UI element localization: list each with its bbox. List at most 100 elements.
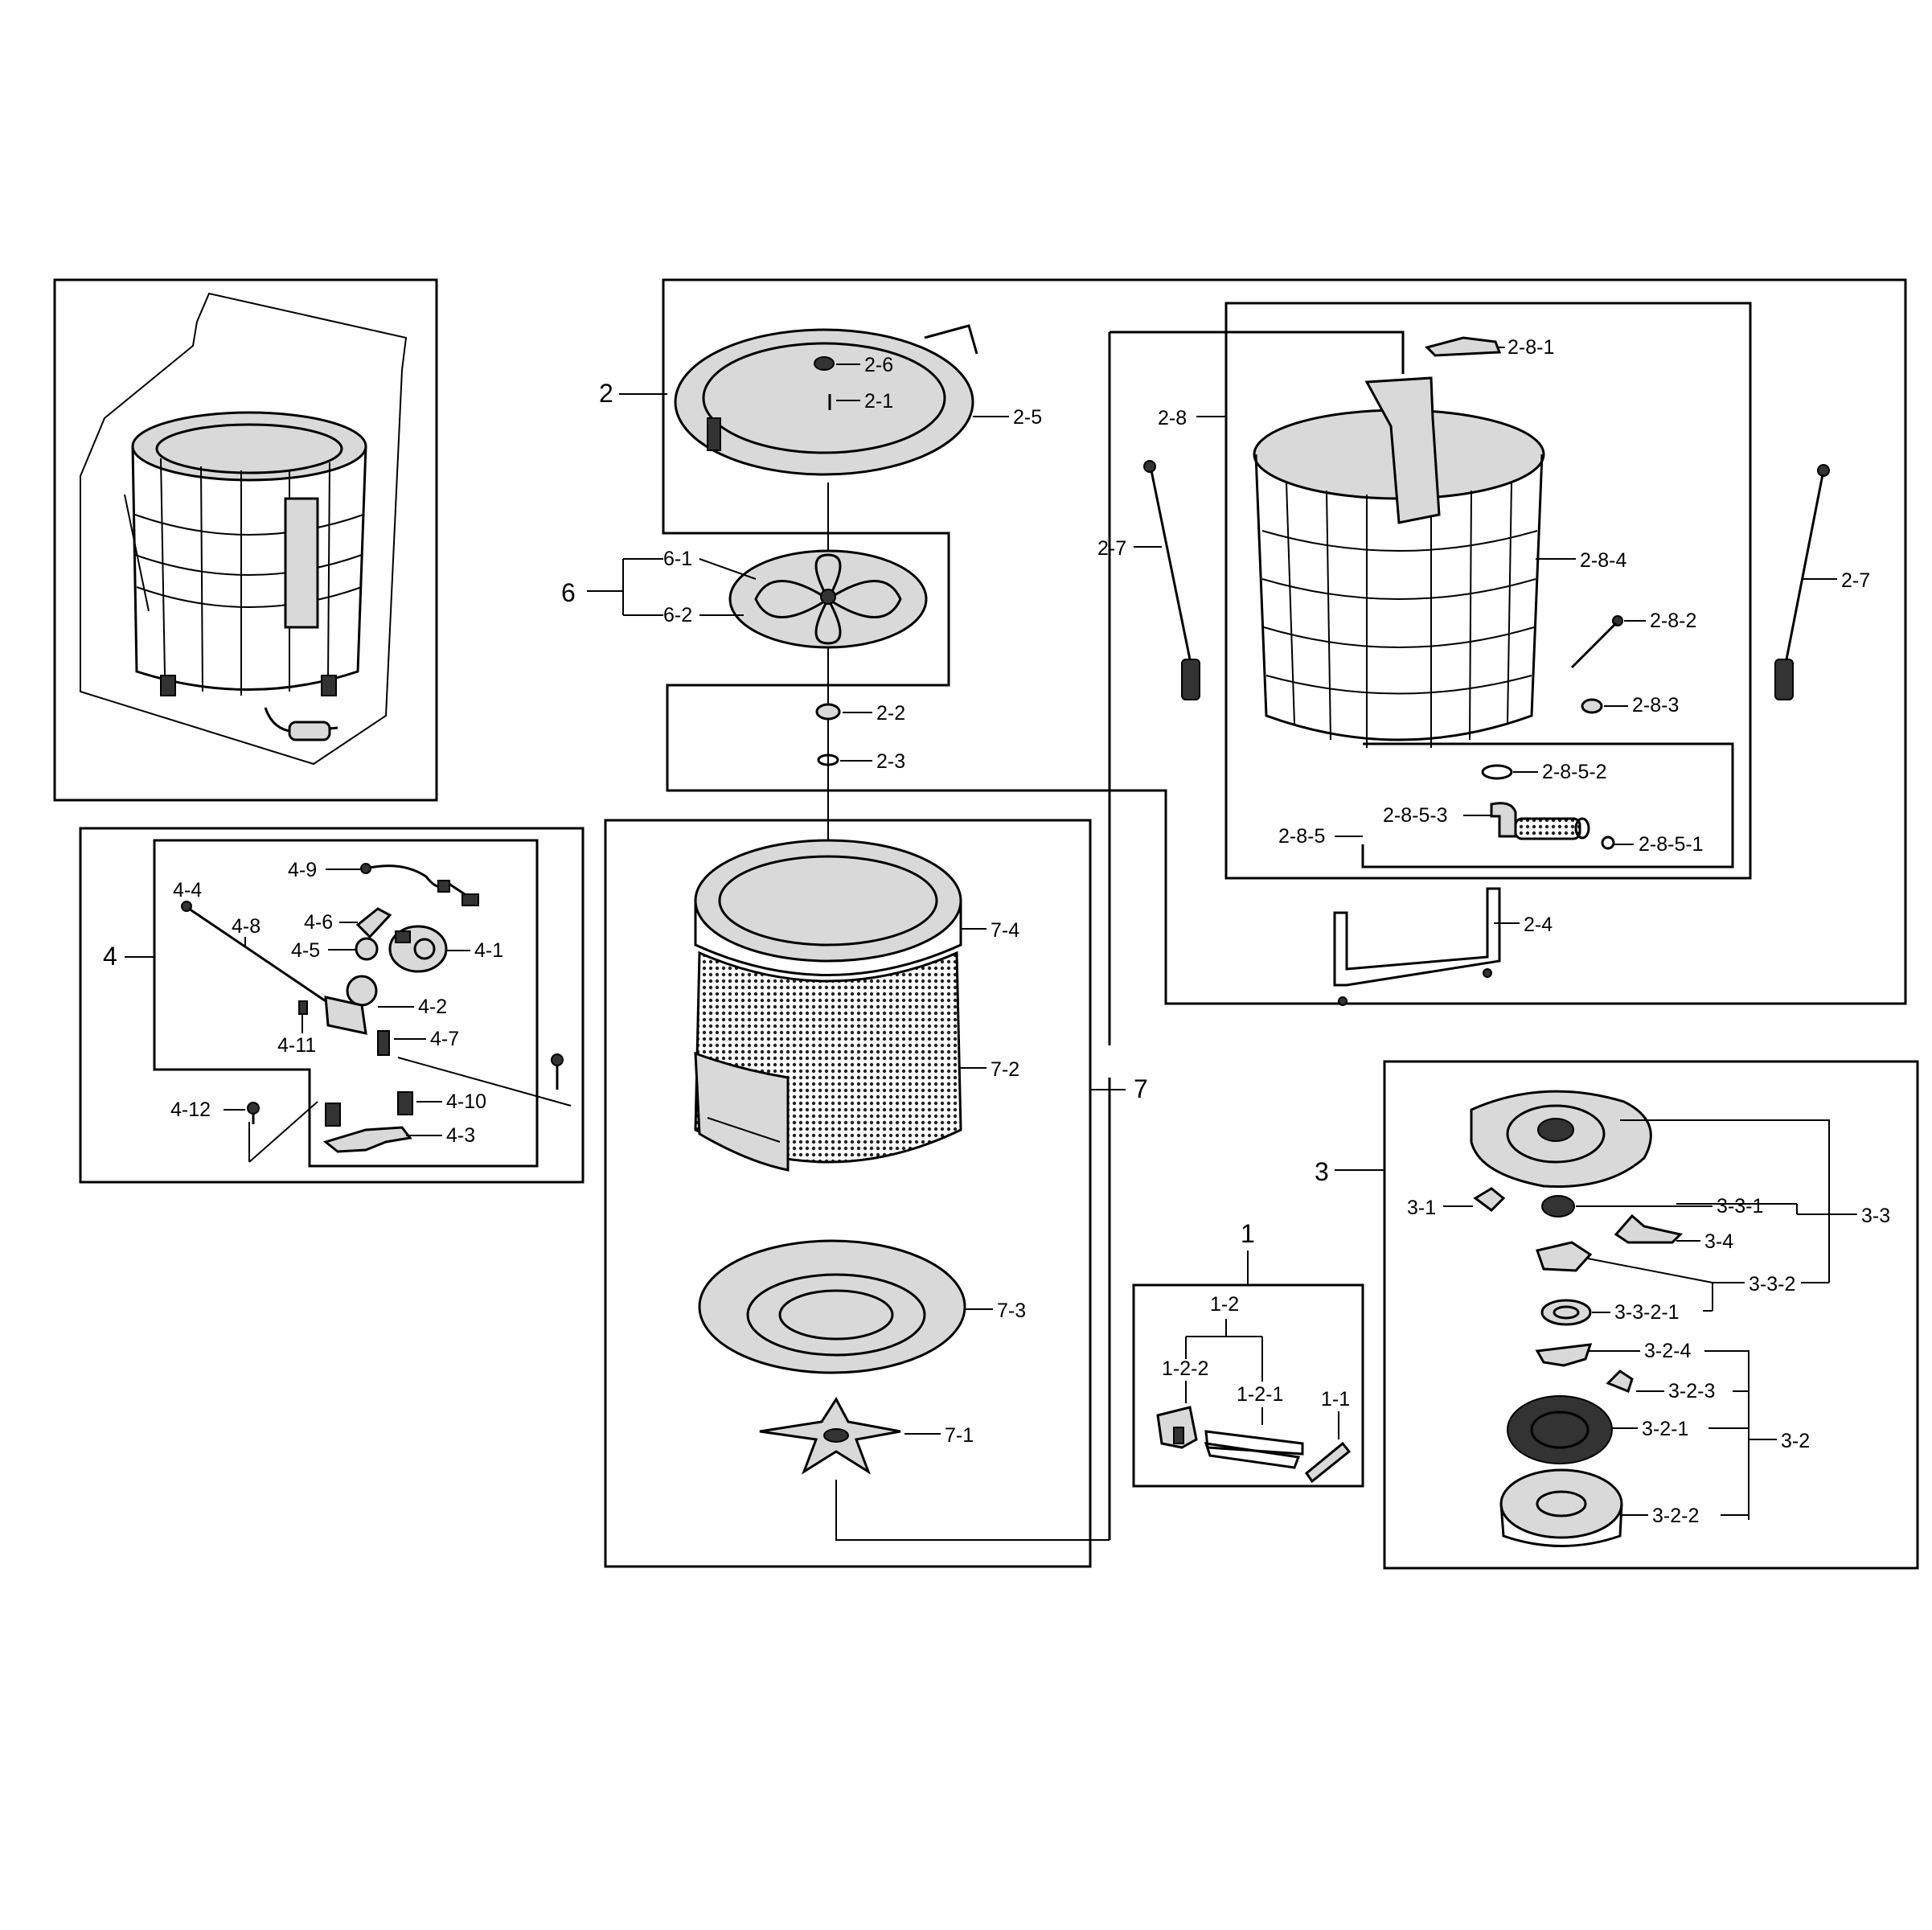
part-2-8-2-sensor bbox=[1570, 615, 1623, 669]
part-2-3-washer bbox=[817, 754, 839, 766]
part-7-4-balancer bbox=[694, 839, 962, 976]
label-3-2-2: 3-2-2 bbox=[1652, 1505, 1699, 1527]
group-4-drain-pump: 4 4-9 4-6 4-4 4-8 4-5 bbox=[79, 827, 585, 1184]
part-4-9-wire-harness bbox=[360, 863, 479, 906]
label-3: 3 bbox=[1315, 1157, 1329, 1186]
label-6-1: 6-1 bbox=[663, 548, 692, 570]
group-1-heater: 1 1-2 1-2-2 1-2-1 1-1 bbox=[1132, 1219, 1364, 1488]
part-2-2-nut bbox=[815, 703, 841, 721]
label-2-8-3: 2-8-3 bbox=[1632, 694, 1679, 717]
part-3-2-2-rotor bbox=[1499, 1468, 1623, 1547]
label-2-8-5: 2-8-5 bbox=[1278, 825, 1325, 848]
part-4-5-seal bbox=[355, 937, 379, 961]
label-2-8-1: 2-8-1 bbox=[1507, 336, 1554, 359]
part-4-3-bracket bbox=[322, 1126, 412, 1153]
label-4-11: 4-11 bbox=[277, 1034, 316, 1057]
part-2-5-tub-cover bbox=[674, 324, 978, 476]
label-3-2-4: 3-2-4 bbox=[1644, 1340, 1691, 1362]
part-2-8-5-1-clip bbox=[1601, 836, 1615, 850]
label-2-6: 2-6 bbox=[864, 354, 893, 376]
label-3-3-2: 3-3-2 bbox=[1749, 1273, 1795, 1296]
group-6-pulsator: 6 6-1 6-2 bbox=[561, 548, 928, 649]
part-2-7-rod-left bbox=[1143, 460, 1200, 700]
part-7-2-basket bbox=[694, 951, 962, 1172]
group-7-inner-basket: 7 7-4 7-2 7-3 7-1 bbox=[604, 819, 1148, 1568]
part-2-8-5-3-drain-hose bbox=[1490, 802, 1590, 840]
part-3-3-2-1-coupling bbox=[1540, 1299, 1592, 1326]
part-3-1-hall-sensor bbox=[1473, 1187, 1506, 1212]
group-2-7-suspension: 2-7 2-7 bbox=[1097, 331, 1870, 1540]
label-7: 7 bbox=[1134, 1074, 1148, 1103]
part-3-3-2-clutch bbox=[1536, 1241, 1593, 1272]
part-1-2-2-thermistor bbox=[1156, 1406, 1198, 1449]
part-3-2-1-stator bbox=[1507, 1395, 1613, 1464]
label-2-5: 2-5 bbox=[1013, 406, 1042, 429]
label-3-3-2-1: 3-3-2-1 bbox=[1614, 1301, 1680, 1324]
label-4-3: 4-3 bbox=[446, 1124, 475, 1147]
label-4-1: 4-1 bbox=[474, 939, 503, 962]
part-2-4-bracket bbox=[1333, 887, 1501, 1006]
part-6-1-pulsator bbox=[728, 549, 928, 649]
label-7-3: 7-3 bbox=[997, 1300, 1026, 1322]
part-3-3-1-bearing bbox=[1541, 1195, 1575, 1218]
label-3-2-1: 3-2-1 bbox=[1642, 1418, 1688, 1440]
label-2-8-2: 2-8-2 bbox=[1650, 610, 1696, 632]
part-3-2-4-cover bbox=[1535, 1343, 1593, 1367]
part-2-8-4-outer-tub bbox=[1253, 376, 1545, 748]
overview-assembly bbox=[53, 278, 438, 802]
label-6-2: 6-2 bbox=[663, 604, 692, 626]
label-3-3: 3-3 bbox=[1861, 1205, 1890, 1227]
label-4-6: 4-6 bbox=[304, 911, 333, 934]
label-3-1: 3-1 bbox=[1407, 1197, 1436, 1219]
label-2-4: 2-4 bbox=[1524, 914, 1553, 936]
label-7-4: 7-4 bbox=[991, 919, 1019, 942]
label-4-8: 4-8 bbox=[232, 915, 260, 938]
group-2-tub-cover: 2 2-5 2-6 2-1 2-2 2-3 bbox=[599, 278, 1907, 1005]
part-2-8-3-grommet bbox=[1581, 698, 1603, 714]
label-2-7a: 2-7 bbox=[1097, 537, 1126, 560]
part-4-11-clamp bbox=[298, 1000, 308, 1015]
label-4: 4 bbox=[103, 942, 117, 971]
label-2-8-5-2: 2-8-5-2 bbox=[1542, 761, 1607, 783]
label-2-8-5-1: 2-8-5-1 bbox=[1639, 833, 1704, 856]
label-4-5: 4-5 bbox=[291, 939, 320, 962]
part-7-3-basket-bottom bbox=[698, 1239, 966, 1374]
part-1-2-1-heater bbox=[1204, 1430, 1304, 1469]
part-1-1-bracket bbox=[1304, 1441, 1352, 1484]
part-4-1-pump-motor bbox=[388, 925, 448, 973]
label-3-2: 3-2 bbox=[1781, 1430, 1810, 1452]
label-2-8-4: 2-8-4 bbox=[1580, 549, 1626, 572]
label-3-3-1: 3-3-1 bbox=[1717, 1195, 1763, 1218]
part-side-screw bbox=[551, 1053, 564, 1090]
label-7-2: 7-2 bbox=[991, 1058, 1019, 1081]
overview-tub bbox=[124, 411, 367, 741]
label-4-10: 4-10 bbox=[446, 1090, 486, 1113]
label-4-7: 4-7 bbox=[430, 1028, 459, 1050]
part-2-8-1-cap bbox=[1425, 336, 1502, 357]
label-4-2: 4-2 bbox=[418, 996, 447, 1018]
part-4-2-pump-housing bbox=[324, 975, 378, 1035]
part-4-12-screw bbox=[247, 1102, 260, 1124]
part-4-10-damper bbox=[325, 1091, 413, 1127]
label-4-4: 4-4 bbox=[173, 879, 202, 901]
part-4-8-hose bbox=[188, 907, 338, 1011]
part-3-4-lever bbox=[1614, 1213, 1683, 1244]
label-1: 1 bbox=[1241, 1219, 1255, 1248]
part-2-6-cap bbox=[814, 356, 835, 371]
label-3-4: 3-4 bbox=[1704, 1230, 1733, 1253]
label-2-8: 2-8 bbox=[1158, 407, 1187, 429]
label-2: 2 bbox=[599, 379, 613, 408]
label-2-2: 2-2 bbox=[876, 702, 905, 725]
label-6: 6 bbox=[561, 578, 576, 607]
part-3-3-bearing-housing bbox=[1470, 1090, 1652, 1189]
part-4-6-bracket bbox=[355, 907, 392, 939]
part-2-8-5-2-clamp bbox=[1481, 764, 1513, 780]
label-1-2-1: 1-2-1 bbox=[1237, 1383, 1283, 1406]
label-2-1: 2-1 bbox=[864, 390, 893, 413]
part-3-2-3-sensor bbox=[1606, 1369, 1634, 1393]
part-2-7-rod-right bbox=[1774, 464, 1830, 700]
label-4-12: 4-12 bbox=[170, 1098, 211, 1121]
label-3-2-3: 3-2-3 bbox=[1668, 1380, 1715, 1402]
label-2-8-5-3: 2-8-5-3 bbox=[1383, 804, 1448, 827]
